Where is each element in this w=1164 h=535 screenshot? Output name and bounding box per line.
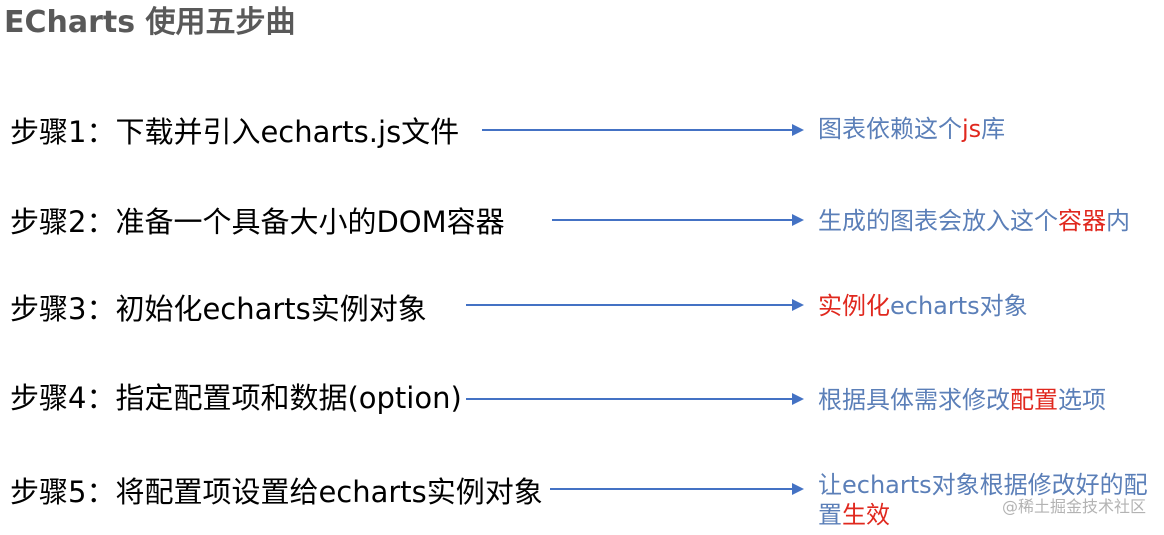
step-2-arrow — [552, 214, 804, 226]
step-2-label: 步骤2：准备一个具备大小的DOM容器 — [10, 205, 505, 239]
step-2-note-part-1: 生成的图表会放入这个 — [818, 207, 1058, 235]
step-4-note: 根据具体需求修改配置选项 — [818, 383, 1106, 417]
step-4-label: 步骤4：指定配置项和数据(option) — [10, 381, 462, 415]
step-1-arrow — [482, 124, 804, 136]
page-title: ECharts 使用五步曲 — [4, 5, 296, 40]
step-2-note-part-2: 容器 — [1058, 207, 1106, 235]
step-4-note-part-2: 配置 — [1010, 386, 1058, 414]
step-1-note-part-3: 库 — [981, 115, 1006, 143]
step-2-note: 生成的图表会放入这个容器内 — [818, 204, 1130, 238]
step-3-note: 实例化echarts对象 — [818, 289, 1028, 323]
step-5-note-part-2: 生效 — [842, 501, 890, 529]
step-3-label: 步骤3：初始化echarts实例对象 — [10, 292, 427, 326]
watermark: @稀土掘金技术社区 — [1001, 497, 1146, 516]
step-5-note: 让echarts对象根据修改好的配置生效 — [818, 470, 1158, 530]
step-4-arrow — [466, 393, 804, 405]
step-1-label: 步骤1：下载并引入echarts.js文件 — [10, 115, 460, 149]
step-3-arrow — [466, 299, 804, 311]
step-1-note-part-2: js — [962, 115, 982, 143]
step-4-note-part-3: 选项 — [1058, 386, 1106, 414]
step-1-note-part-1: 图表依赖这个 — [818, 115, 962, 143]
step-5-note-part-1: 让echarts对象根据修改好的配置 — [818, 471, 1148, 529]
step-1-note: 图表依赖这个js库 — [818, 112, 1005, 146]
step-3-note-part-2: echarts对象 — [890, 292, 1028, 320]
step-4-note-part-1: 根据具体需求修改 — [818, 386, 1010, 414]
step-2-note-part-3: 内 — [1106, 207, 1130, 235]
step-5-arrow — [550, 483, 804, 495]
step-3-note-part-1: 实例化 — [818, 292, 890, 320]
step-5-label: 步骤5：将配置项设置给echarts实例对象 — [10, 475, 543, 509]
